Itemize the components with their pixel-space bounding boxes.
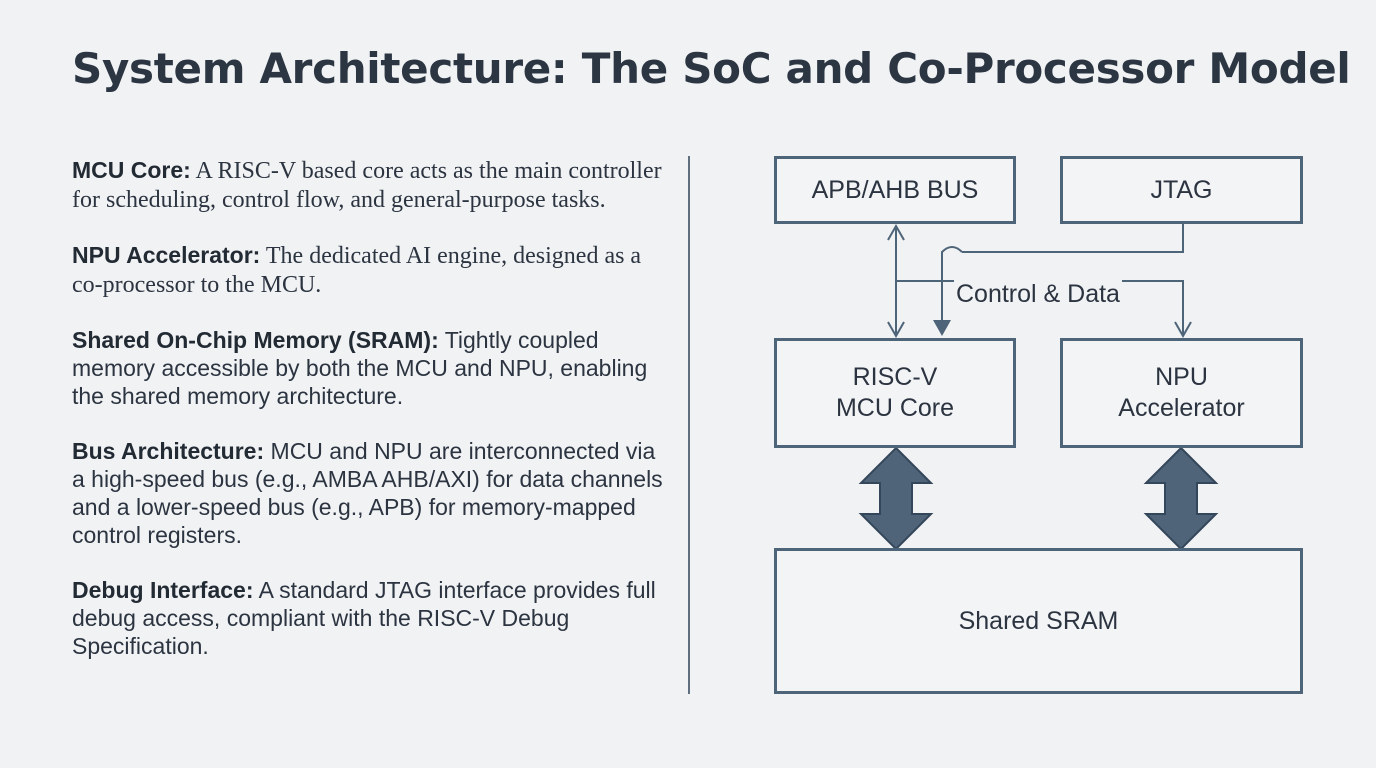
item-label: MCU Core: [72, 157, 191, 183]
item-desc: Tightly coupled memory accessible by bot… [72, 327, 648, 409]
jtag-to-mcu-line [941, 246, 963, 328]
risc-v-mcu-core-box: RISC-V MCU Core [774, 338, 1016, 448]
apb-ahb-bus-box: APB/AHB BUS [774, 156, 1016, 224]
item-npu-accelerator: NPU Accelerator: The dedicated AI engine… [72, 241, 672, 299]
item-mcu-core: MCU Core: A RISC-V based core acts as th… [72, 156, 672, 214]
diagram-connectors [858, 223, 1219, 551]
architecture-diagram: APB/AHB BUS JTAG Control & Data RISC-V M… [700, 140, 1360, 720]
item-desc: A RISC-V based core acts as the main con… [72, 158, 662, 213]
mcu-line2: MCU Core [835, 394, 955, 422]
item-label: Shared On-Chip Memory (SRAM): [72, 327, 439, 353]
npu-line1: NPU [1155, 363, 1208, 391]
control-data-label: Control & Data [954, 280, 1122, 309]
description-list: MCU Core: A RISC-V based core acts as th… [72, 156, 672, 687]
apb-down-arrowhead [887, 321, 905, 339]
item-shared-memory: Shared On-Chip Memory (SRAM): Tightly co… [72, 326, 672, 410]
item-desc: The dedicated AI engine, designed as a c… [72, 243, 642, 298]
item-bus-architecture: Bus Architecture: MCU and NPU are interc… [72, 437, 672, 549]
item-label: Debug Interface: [72, 577, 254, 603]
jtag-label: JTAG [1150, 175, 1213, 204]
item-desc: A standard JTAG interface provides full … [72, 577, 656, 659]
npu-control-arrowhead [1174, 321, 1192, 339]
jtag-box: JTAG [1060, 156, 1303, 224]
item-debug-interface: Debug Interface: A standard JTAG interfa… [72, 576, 672, 660]
column-divider [688, 156, 690, 694]
item-desc: MCU and NPU are interconnected via a hig… [72, 438, 663, 548]
shared-sram-box: Shared SRAM [774, 548, 1303, 694]
apb-ahb-bus-label: APB/AHB BUS [811, 175, 979, 204]
apb-up-arrowhead [887, 223, 905, 241]
npu-line2: Accelerator [1118, 394, 1245, 422]
mcu-sram-double-arrow [858, 446, 934, 551]
item-label: NPU Accelerator: [72, 242, 261, 268]
npu-accelerator-box: NPU Accelerator [1060, 338, 1303, 448]
npu-sram-double-arrow [1143, 446, 1219, 551]
mcu-line1: RISC-V [852, 363, 938, 391]
page-title: System Architecture: The SoC and Co-Proc… [72, 44, 1351, 93]
jtag-control-line [962, 224, 1184, 253]
jtag-mcu-arrowhead [933, 320, 951, 336]
item-label: Bus Architecture: [72, 438, 265, 464]
shared-sram-label: Shared SRAM [958, 606, 1119, 635]
